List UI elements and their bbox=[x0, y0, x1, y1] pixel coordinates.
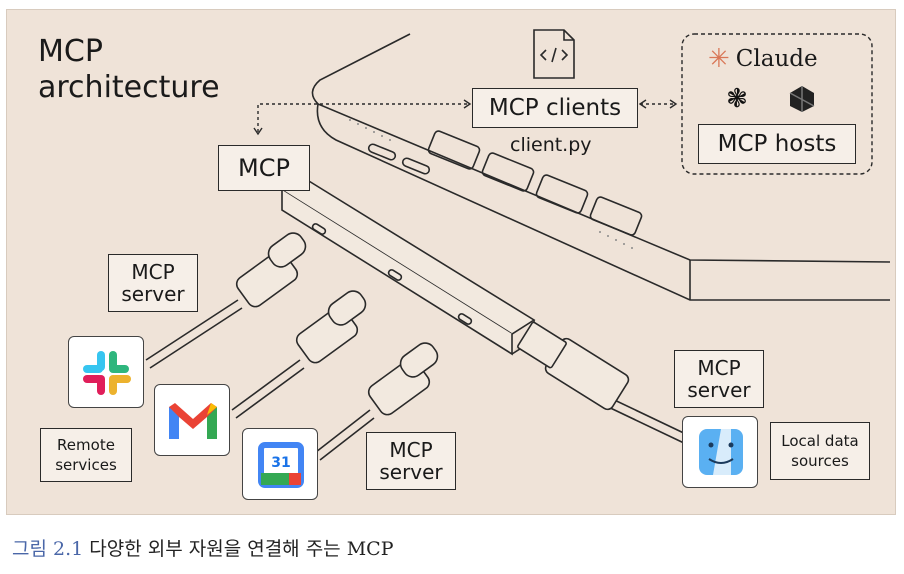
arrow-right-icon bbox=[669, 99, 678, 109]
remote-services-label: Remote services bbox=[40, 428, 132, 482]
arrow-down-icon bbox=[253, 127, 263, 136]
server-right-line1: MCP bbox=[697, 356, 741, 380]
server-bottom-line2: server bbox=[379, 460, 443, 484]
mcp-server-label-top: MCP server bbox=[108, 254, 198, 312]
slack-tile bbox=[68, 336, 144, 408]
local-data-sources-label: Local data sources bbox=[770, 422, 870, 480]
mcp-hosts-text: MCP hosts bbox=[717, 131, 837, 157]
claude-sunburst-icon: ✳ bbox=[708, 44, 730, 74]
mcp-hub-label: MCP bbox=[218, 145, 310, 191]
speaker-grille bbox=[349, 119, 633, 249]
calendar-tile: 31 bbox=[242, 428, 318, 500]
remote-line2: services bbox=[55, 456, 117, 474]
server-top-line2: server bbox=[121, 282, 185, 306]
server-top-line1: MCP bbox=[131, 260, 175, 284]
openai-logo-icon: ❃ bbox=[726, 84, 748, 114]
diagram-title-line1: MCP bbox=[38, 34, 103, 69]
hosts-group-border bbox=[681, 33, 873, 175]
arrow-left-icon bbox=[638, 99, 647, 109]
finder-tile bbox=[682, 416, 758, 488]
gmail-logo-icon bbox=[169, 403, 217, 439]
google-calendar-icon bbox=[258, 442, 304, 488]
mcp-hosts-label: MCP hosts bbox=[698, 124, 856, 164]
mcp-server-label-right: MCP server bbox=[674, 350, 764, 408]
usb-cables bbox=[145, 299, 691, 461]
claude-wordmark: Claude bbox=[735, 46, 818, 72]
usb-plugs bbox=[235, 232, 630, 416]
code-file-icon bbox=[533, 29, 575, 79]
laptop-illustration bbox=[311, 33, 891, 301]
remote-line1: Remote bbox=[57, 436, 115, 454]
client-file-label: client.py bbox=[510, 134, 592, 156]
local-line1: Local data bbox=[781, 432, 859, 450]
slack-logo-icon bbox=[83, 351, 131, 395]
cube-logo-icon bbox=[788, 84, 816, 114]
caption-number: 그림 2.1 bbox=[12, 538, 84, 560]
mcp-clients-label: MCP clients bbox=[472, 88, 638, 128]
finder-icon bbox=[699, 429, 743, 475]
caption-text: 다양한 외부 자원을 연결해 주는 MCP bbox=[83, 538, 394, 560]
figure-caption: 그림 2.1 다양한 외부 자원을 연결해 주는 MCP bbox=[12, 534, 393, 561]
dashed-connectors bbox=[257, 103, 676, 132]
claude-logo: ✳ Claude bbox=[708, 44, 818, 74]
diagram-title: MCP architecture bbox=[38, 34, 220, 106]
arrow-right-icon bbox=[463, 99, 472, 109]
mcp-server-label-bottom: MCP server bbox=[366, 432, 456, 490]
server-right-line2: server bbox=[687, 378, 751, 402]
server-bottom-line1: MCP bbox=[389, 438, 433, 462]
diagram-title-line2: architecture bbox=[38, 70, 220, 105]
local-line2: sources bbox=[791, 452, 849, 470]
calendar-day-number: 31 bbox=[271, 455, 291, 471]
mcp-hub-text: MCP bbox=[238, 154, 290, 182]
mcp-clients-text: MCP clients bbox=[488, 95, 622, 121]
gmail-tile bbox=[154, 384, 230, 456]
